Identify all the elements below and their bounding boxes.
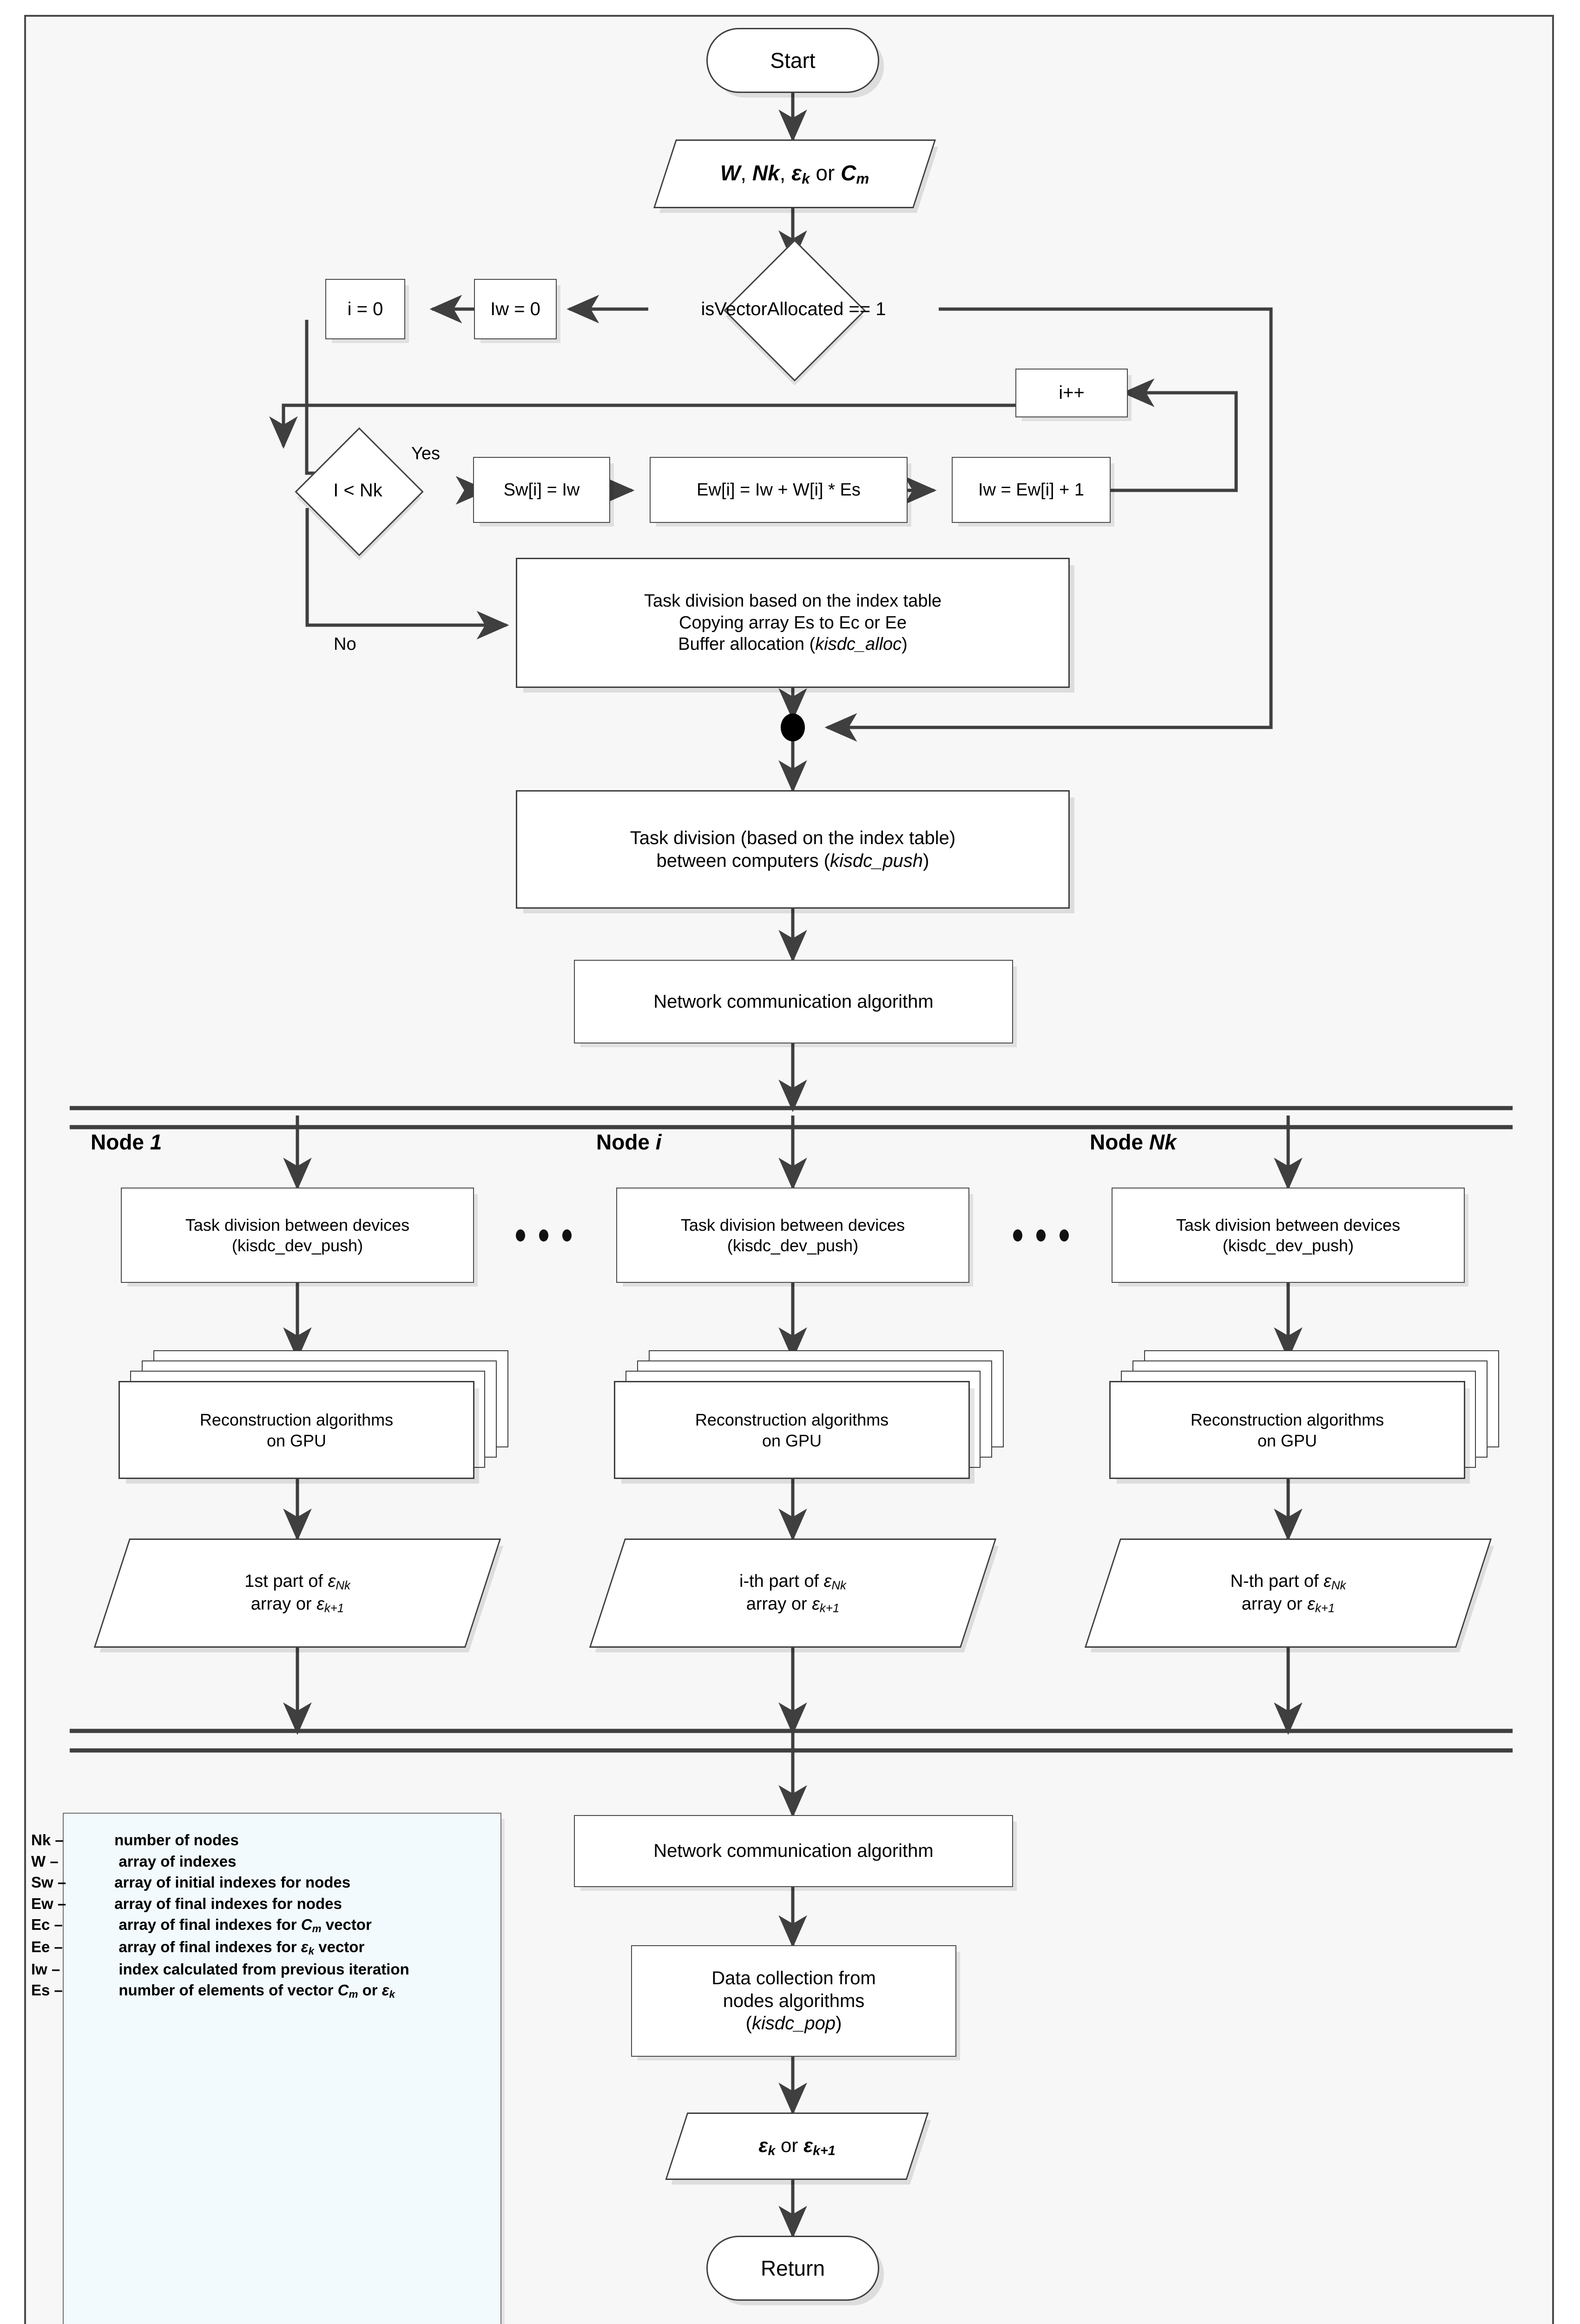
node-header-nk: Node Nk xyxy=(1090,1130,1177,1154)
start-label: Start xyxy=(770,48,816,73)
legend-list: Nk – number of nodes W – array of indexe… xyxy=(31,1814,500,2014)
loop-step-iw: Iw = Ew[i] + 1 xyxy=(952,457,1111,523)
loop-step-sw-label: Sw[i] = Iw xyxy=(503,480,580,500)
junction-dot xyxy=(781,713,805,741)
task-division-computers-box: Task division (based on the index table)… xyxy=(516,790,1070,909)
legend-item: Ee – array of final indexes for εk vecto… xyxy=(31,1938,365,1957)
data-collection-line1: Data collection from xyxy=(711,1967,876,1988)
task-division-alloc-line3: Buffer allocation (kisdc_alloc) xyxy=(678,634,908,654)
input-label: W, Nk, εk or Cm xyxy=(720,161,869,187)
node-1-task-division-label: Task division between devices (kisdc_dev… xyxy=(185,1215,410,1255)
i-increment-box: i++ xyxy=(1015,369,1128,417)
node-i-task-division-box: Task division between devices (kisdc_dev… xyxy=(616,1188,969,1283)
loop-step-sw: Sw[i] = Iw xyxy=(473,457,610,523)
no-branch-label: No xyxy=(334,634,356,654)
data-collection-box: Data collection from nodes algorithms (k… xyxy=(631,1945,956,2057)
task-division-alloc-line2: Copying array Es to Ec or Ee xyxy=(679,613,907,633)
legend-item: W – array of indexes xyxy=(31,1852,237,1870)
node-1-task-division-box: Task division between devices (kisdc_dev… xyxy=(121,1188,474,1283)
iw-init-box: Iw = 0 xyxy=(474,279,557,339)
output-parallelogram: εk or εk+1 xyxy=(665,2113,929,2180)
node-1-gpu-line1: Reconstruction algorithms xyxy=(199,1410,394,1429)
legend-item: Nk – number of nodes xyxy=(31,1831,239,1849)
network-communication-bottom-box: Network communication algorithm xyxy=(574,1815,1013,1887)
loop-step-ew: Ew[i] = Iw + W[i] * Es xyxy=(650,457,908,523)
return-terminator: Return xyxy=(706,2236,879,2301)
start-terminator: Start xyxy=(706,28,879,93)
node-i-gpu-line1: Reconstruction algorithms xyxy=(695,1410,889,1429)
output-label: εk or εk+1 xyxy=(758,2134,836,2158)
task-division-computers-line2: between computers (kisdc_push) xyxy=(656,850,929,871)
i-init-label: i = 0 xyxy=(347,298,383,319)
yes-branch-label: Yes xyxy=(411,444,440,464)
node-header-1: Node 1 xyxy=(91,1130,162,1154)
data-collection-line2: nodes algorithms xyxy=(723,1990,865,2011)
task-division-alloc-line1: Task division based on the index table xyxy=(644,591,942,611)
node-nk-gpu-stack: Reconstruction algorithms on GPU xyxy=(1109,1350,1500,1479)
node-nk-gpu-line1: Reconstruction algorithms xyxy=(1190,1410,1384,1429)
decision-is-vector-allocated-label: isVectorAllocated == 1 xyxy=(701,298,886,319)
node-i-gpu-line2: on GPU xyxy=(762,1431,822,1450)
legend-item: Ew – array of final indexes for nodes xyxy=(31,1895,342,1912)
loop-step-iw-label: Iw = Ew[i] + 1 xyxy=(978,480,1085,500)
i-init-box: i = 0 xyxy=(325,279,405,339)
node-header-i: Node i xyxy=(596,1130,662,1154)
task-division-computers-line1: Task division (based on the index table) xyxy=(630,827,956,848)
node-nk-gpu-box: Reconstruction algorithms on GPU xyxy=(1109,1381,1465,1479)
node-1-gpu-line2: on GPU xyxy=(266,1431,327,1450)
legend-item: Ec – array of final indexes for Cm vecto… xyxy=(31,1916,372,1935)
ellipsis-between-node-1-and-i xyxy=(516,1229,572,1241)
node-i-gpu-box: Reconstruction algorithms on GPU xyxy=(614,1381,970,1479)
decision-i-less-nk-label: I < Nk xyxy=(333,480,382,501)
decision-is-vector-allocated: isVectorAllocated == 1 xyxy=(648,239,939,382)
network-communication-top-box: Network communication algorithm xyxy=(574,960,1013,1043)
legend-item: Iw – index calculated from previous iter… xyxy=(31,1960,409,1978)
node-i-task-division-label: Task division between devices (kisdc_dev… xyxy=(680,1215,905,1255)
i-increment-label: i++ xyxy=(1059,383,1085,403)
decision-i-less-nk: I < Nk xyxy=(270,427,474,556)
node-i-gpu-stack: Reconstruction algorithms on GPU xyxy=(614,1350,1004,1479)
node-nk-task-division-box: Task division between devices (kisdc_dev… xyxy=(1112,1188,1465,1283)
network-communication-top-label: Network communication algorithm xyxy=(653,991,934,1012)
node-nk-gpu-line2: on GPU xyxy=(1257,1431,1317,1450)
data-collection-line3: (kisdc_pop) xyxy=(745,2013,842,2034)
network-communication-bottom-label: Network communication algorithm xyxy=(653,1841,934,1862)
node-1-gpu-box: Reconstruction algorithms on GPU xyxy=(118,1381,474,1479)
legend-item: Sw – array of initial indexes for nodes xyxy=(31,1874,351,1891)
task-division-alloc-box: Task division based on the index table C… xyxy=(516,558,1070,688)
return-label: Return xyxy=(760,2256,825,2280)
input-parallelogram: W, Nk, εk or Cm xyxy=(653,139,936,208)
legend-item: Es – number of elements of vector Cm or … xyxy=(31,1981,395,2000)
node-nk-task-division-label: Task division between devices (kisdc_dev… xyxy=(1176,1215,1401,1255)
loop-step-ew-label: Ew[i] = Iw + W[i] * Es xyxy=(697,480,861,500)
node-1-gpu-stack: Reconstruction algorithms on GPU xyxy=(118,1350,509,1479)
legend-box: Nk – number of nodes W – array of indexe… xyxy=(31,1813,501,2324)
iw-init-label: Iw = 0 xyxy=(490,298,540,319)
ellipsis-between-node-i-and-nk xyxy=(1013,1229,1069,1241)
